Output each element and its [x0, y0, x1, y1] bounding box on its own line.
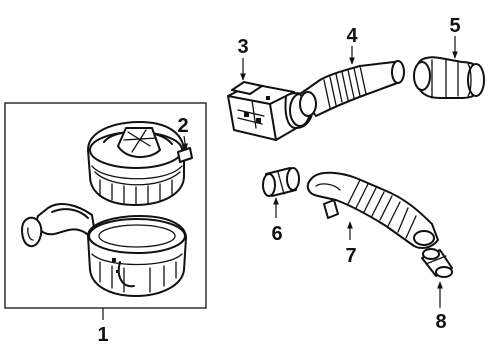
intake-hose — [299, 60, 405, 117]
callout-1: 1 — [97, 324, 108, 346]
callout-5: 5 — [449, 15, 460, 37]
callout-2: 2 — [177, 115, 188, 137]
callout-8: 8 — [435, 311, 446, 333]
air-intake-duct — [306, 171, 439, 249]
callout-3: 3 — [237, 36, 248, 58]
callout-7: 7 — [345, 245, 356, 267]
hose-connector — [413, 56, 485, 99]
assembly-group-box — [4, 102, 207, 309]
callout-4: 4 — [346, 25, 358, 47]
hose-sleeve — [262, 167, 300, 197]
small-hose-sleeve — [421, 248, 453, 278]
leader-line-2 — [182, 135, 188, 151]
air-cleaner-assembly — [21, 121, 193, 297]
callout-6: 6 — [271, 223, 282, 245]
air-flow-meter — [227, 81, 314, 141]
